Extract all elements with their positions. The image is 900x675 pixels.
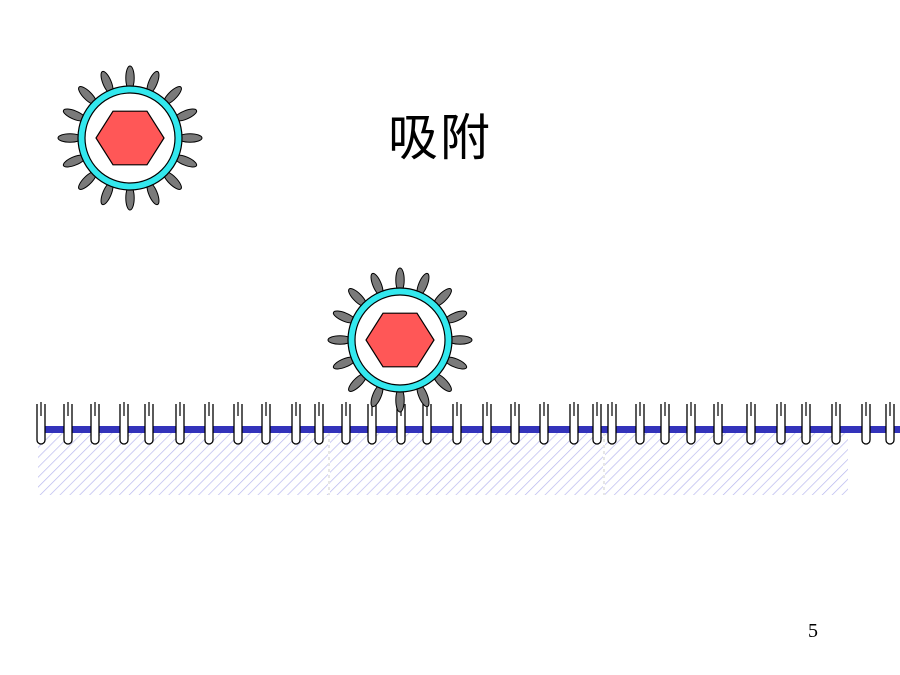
receptor-icon — [90, 402, 100, 445]
receptor-icon — [569, 402, 579, 445]
receptor-icon — [233, 402, 243, 445]
capsid-hexagon — [95, 110, 165, 166]
receptor-icon — [713, 402, 723, 445]
receptor-icon — [36, 402, 46, 445]
receptor-icon — [144, 402, 154, 445]
receptor-icon — [396, 402, 406, 445]
receptor-icon — [607, 402, 617, 445]
receptor-icon — [861, 402, 871, 445]
receptor-icon — [885, 402, 895, 445]
receptor-icon — [204, 402, 214, 445]
receptor-icon — [314, 402, 324, 445]
receptor-icon — [776, 402, 786, 445]
virus-particle-attached — [327, 267, 473, 413]
receptor-icon — [592, 402, 602, 445]
cell-membrane — [38, 426, 900, 433]
receptor-icon — [660, 402, 670, 445]
receptor-icon — [175, 402, 185, 445]
receptor-icon — [801, 402, 811, 445]
receptor-icon — [510, 402, 520, 445]
receptor-icon — [367, 402, 377, 445]
receptor-icon — [63, 402, 73, 445]
receptor-icon — [831, 402, 841, 445]
receptor-row — [36, 402, 895, 445]
receptor-icon — [686, 402, 696, 445]
capsid-hexagon — [365, 312, 435, 368]
receptor-icon — [261, 402, 271, 445]
receptor-icon — [452, 402, 462, 445]
receptor-icon — [635, 402, 645, 445]
page-number: 5 — [808, 620, 818, 642]
receptor-icon — [539, 402, 549, 445]
receptor-icon — [482, 402, 492, 445]
receptor-icon — [341, 402, 351, 445]
cytoplasm — [38, 433, 848, 495]
slide-title: 吸附 — [388, 109, 492, 167]
receptor-icon — [291, 402, 301, 445]
cytoplasm-segment-2 — [330, 433, 603, 495]
virus-particle-free — [57, 65, 203, 211]
receptor-icon — [422, 402, 432, 445]
receptor-icon — [746, 402, 756, 445]
receptor-icon — [119, 402, 129, 445]
